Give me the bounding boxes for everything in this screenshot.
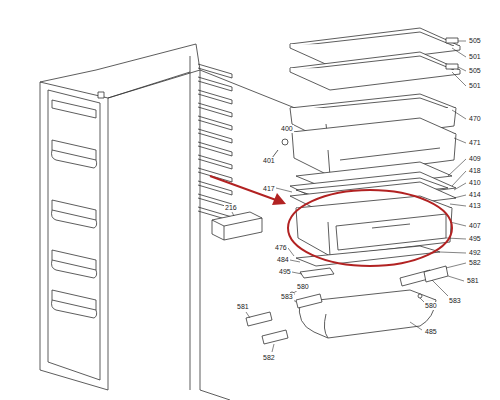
callout-number: 400 bbox=[280, 125, 294, 133]
callout-number: 413 bbox=[468, 202, 482, 210]
callout-number: 401 bbox=[262, 157, 276, 165]
shelf-ribs bbox=[198, 64, 232, 221]
callout-number: 581 bbox=[466, 277, 480, 285]
callout-number: 418 bbox=[468, 167, 482, 175]
callout-number: 495 bbox=[278, 268, 292, 276]
callout-number: 581 bbox=[236, 303, 250, 311]
callout-number: 471 bbox=[468, 139, 482, 147]
callout-number: 501 bbox=[468, 82, 482, 90]
egg-tray bbox=[212, 212, 262, 240]
callout-number: 505 bbox=[468, 37, 482, 45]
shelf-rib bbox=[198, 155, 232, 169]
callout-number: 484 bbox=[276, 256, 290, 264]
drawer bbox=[296, 196, 452, 256]
callout-number: 414 bbox=[468, 191, 482, 199]
callout-number: 485 bbox=[424, 328, 438, 336]
shelf-rib bbox=[198, 142, 232, 156]
shelf-rib bbox=[198, 129, 232, 143]
callout-number: 216 bbox=[224, 204, 238, 212]
shelf-rib bbox=[198, 103, 232, 117]
callout-number: 495 bbox=[468, 235, 482, 243]
callout-number: 501 bbox=[468, 53, 482, 61]
callout-number: 492 bbox=[468, 249, 482, 257]
callout-number: 476 bbox=[274, 244, 288, 252]
callout-number: 407 bbox=[468, 222, 482, 230]
shelf-rib bbox=[198, 64, 232, 78]
callout-number: 580 bbox=[424, 302, 438, 310]
cabinet bbox=[40, 44, 300, 400]
callout-number: 582 bbox=[468, 259, 482, 267]
shelf-rib bbox=[198, 77, 232, 91]
callout-number: 583 bbox=[448, 297, 462, 305]
shelf-rib bbox=[198, 168, 232, 182]
shelf-rib bbox=[198, 90, 232, 104]
callout-number: 409 bbox=[468, 155, 482, 163]
callout-number: 580 bbox=[296, 283, 310, 291]
callout-number: 470 bbox=[468, 115, 482, 123]
highlight bbox=[210, 176, 452, 266]
glass-shelves bbox=[290, 28, 460, 90]
shelf-rib bbox=[198, 116, 232, 130]
callout-number: 582 bbox=[262, 354, 276, 362]
callout-number: 410 bbox=[468, 179, 482, 187]
callout-number: 583 bbox=[280, 293, 294, 301]
callout-number: 505 bbox=[468, 67, 482, 75]
callout-number: 417 bbox=[262, 185, 276, 193]
rail-parts bbox=[246, 266, 448, 344]
